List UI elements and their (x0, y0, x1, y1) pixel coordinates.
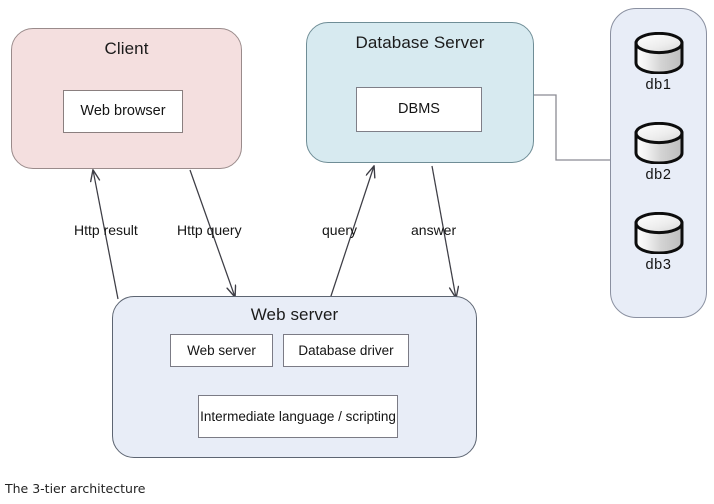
edge-label-answer: answer (411, 222, 457, 238)
dbms-label: DBMS (398, 100, 440, 117)
database-item-db3[interactable]: db3 (610, 212, 707, 273)
arrow-answer (431, 165, 456, 298)
intermediate-language-label: Intermediate language / scripting (200, 408, 396, 424)
arrow-http-query (189, 169, 235, 297)
database-label: db3 (645, 257, 672, 273)
database-cylinder-icon (634, 122, 683, 164)
figure-caption: The 3-tier architecture (5, 481, 146, 496)
web-server-component-box[interactable]: Web server (170, 334, 273, 367)
edge-label-http-query: Http query (177, 222, 242, 238)
database-item-db2[interactable]: db2 (610, 122, 707, 183)
arrow-query (329, 166, 374, 300)
database-server-tier-title: Database Server (355, 33, 485, 52)
client-tier-panel[interactable]: Client (11, 28, 242, 169)
intermediate-language-box[interactable]: Intermediate language / scripting (198, 395, 398, 438)
client-tier-title: Client (104, 39, 149, 58)
web-server-component-label: Web server (187, 342, 256, 358)
database-cylinder-icon (634, 32, 683, 74)
dbms-box[interactable]: DBMS (356, 87, 482, 132)
arrow-http-result (93, 170, 119, 300)
web-browser-label: Web browser (80, 102, 166, 119)
edge-label-http-result: Http result (74, 222, 138, 238)
edge-label-query: query (322, 222, 358, 238)
database-label: db1 (645, 77, 672, 93)
database-item-db1[interactable]: db1 (610, 32, 707, 93)
database-cylinder-icon (634, 212, 683, 254)
database-label: db2 (645, 167, 672, 183)
web-server-tier-title: Web server (250, 305, 339, 324)
connector-dbms-databases (534, 94, 611, 161)
database-driver-box[interactable]: Database driver (283, 334, 409, 367)
database-driver-label: Database driver (298, 342, 394, 358)
web-browser-box[interactable]: Web browser (63, 90, 183, 133)
